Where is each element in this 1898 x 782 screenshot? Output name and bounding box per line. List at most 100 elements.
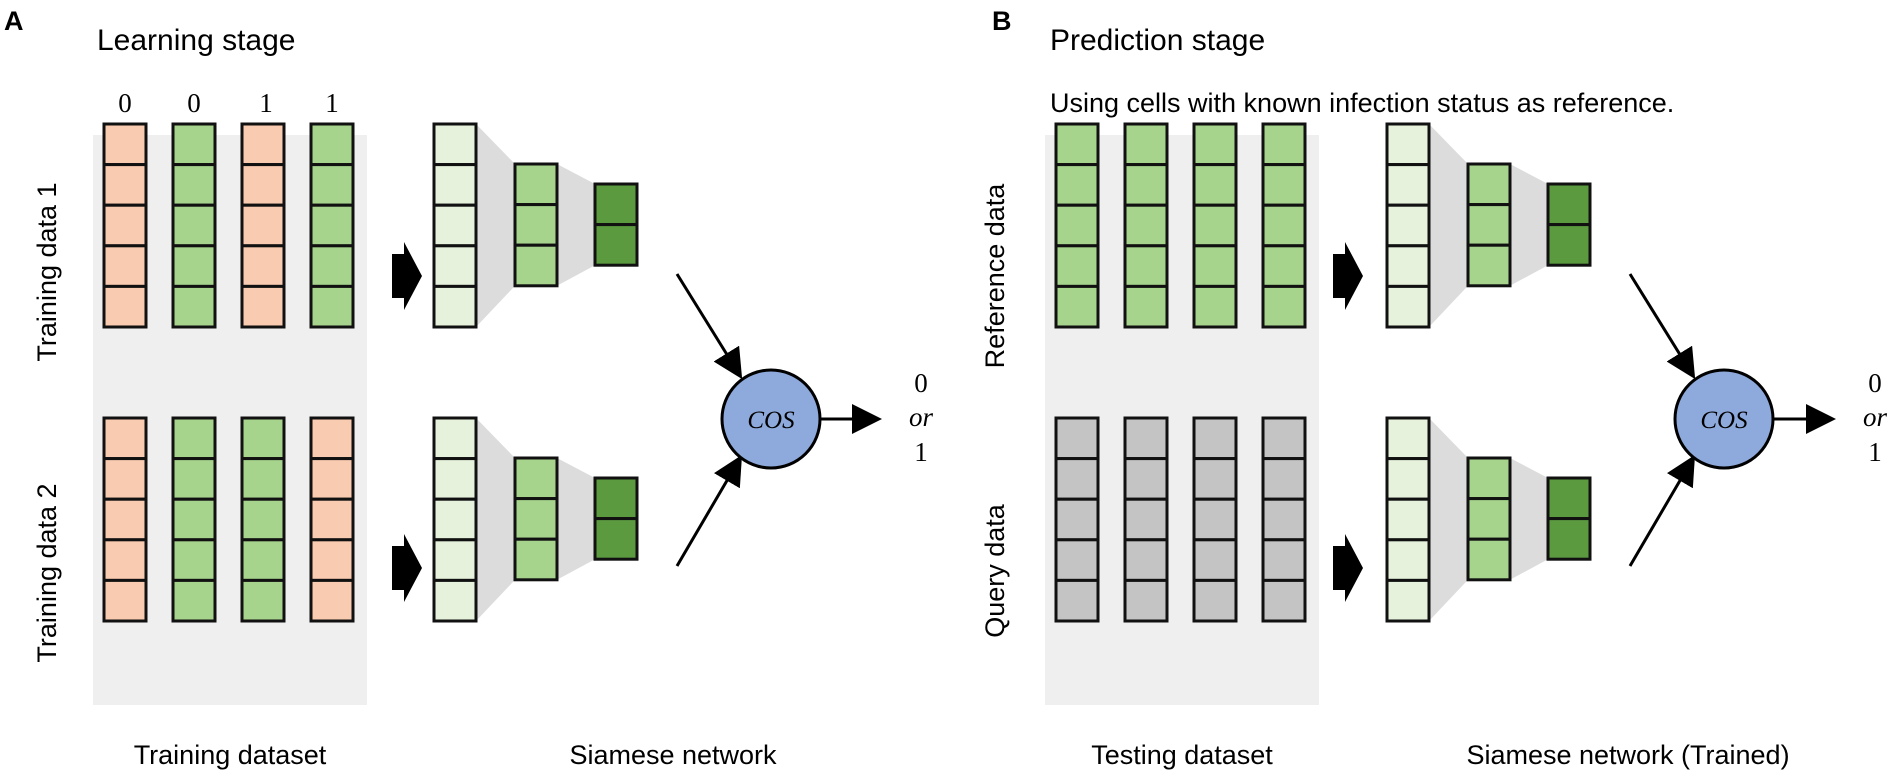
caption-testing-dataset: Testing dataset <box>1091 740 1273 770</box>
data-cell <box>171 457 217 501</box>
column-label: 1 <box>325 88 339 118</box>
panel-a-training-data-1 <box>102 122 355 329</box>
embedding-layer <box>1546 476 1592 561</box>
data-cell <box>1261 163 1307 207</box>
data-cell <box>1192 416 1238 461</box>
panel-b-query-data <box>1054 416 1307 623</box>
data-cell <box>1261 203 1307 248</box>
data-cell <box>1261 538 1307 582</box>
dataset-column <box>309 122 355 329</box>
data-cell <box>171 163 217 207</box>
cos-label: COS <box>747 407 795 434</box>
data-cell <box>240 416 286 461</box>
layer-connection <box>1510 164 1548 286</box>
input-layer <box>432 122 478 329</box>
block-arrow-icon <box>392 534 422 602</box>
dataset-column <box>171 122 217 329</box>
block-arrow-icon <box>392 242 422 310</box>
neuron-cell <box>1466 537 1512 582</box>
output-or: or <box>909 402 934 432</box>
neuron-cell <box>593 476 639 521</box>
data-cell <box>240 538 286 582</box>
neuron-cell <box>1466 497 1512 541</box>
hidden-layer <box>513 456 559 582</box>
layer-connection <box>1429 124 1468 327</box>
data-cell <box>240 203 286 248</box>
column-label: 0 <box>187 88 201 118</box>
neuron-cell <box>513 243 559 288</box>
neuron-cell <box>1385 284 1431 329</box>
data-cell <box>1261 244 1307 288</box>
data-cell <box>1054 457 1100 501</box>
data-cell <box>1054 416 1100 461</box>
data-cell <box>309 538 355 582</box>
data-cell <box>1054 122 1100 167</box>
layer-connection <box>1510 458 1548 580</box>
data-cell <box>1123 284 1169 329</box>
panel-b-reference-data <box>1054 122 1307 329</box>
panel-a: A Learning stage 0 0 1 1 Training data 1… <box>4 6 933 770</box>
hidden-layer <box>1466 162 1512 288</box>
data-cell <box>1123 244 1169 288</box>
dataset-column <box>171 416 217 623</box>
data-cell <box>171 203 217 248</box>
dataset-column <box>102 122 148 329</box>
caption-siamese-network: Siamese network <box>569 740 777 770</box>
neuron-cell <box>1385 578 1431 623</box>
dataset-column <box>1261 416 1307 623</box>
embedding-layer <box>593 476 639 561</box>
row-label-query-data: Query data <box>980 503 1010 638</box>
data-cell <box>1192 284 1238 329</box>
data-cell <box>1192 497 1238 542</box>
block-arrow-icon <box>1333 534 1363 602</box>
neuron-cell <box>1466 456 1512 501</box>
data-cell <box>240 163 286 207</box>
output-value: 1 <box>1868 437 1882 467</box>
data-cell <box>309 284 355 329</box>
data-cell <box>1261 284 1307 329</box>
data-cell <box>1123 416 1169 461</box>
dataset-column <box>1123 416 1169 623</box>
cos-label: COS <box>1700 407 1748 434</box>
output-value: 0 <box>1868 368 1882 398</box>
layer-connection <box>476 124 515 327</box>
data-cell <box>240 284 286 329</box>
neuron-cell <box>1546 476 1592 521</box>
data-cell <box>309 497 355 542</box>
data-cell <box>1054 163 1100 207</box>
dataset-column <box>1054 416 1100 623</box>
hidden-layer <box>513 162 559 288</box>
data-cell <box>1261 416 1307 461</box>
dataset-column <box>1192 416 1238 623</box>
embedding-layer <box>1546 182 1592 267</box>
data-cell <box>1123 122 1169 167</box>
neuron-cell <box>432 122 478 167</box>
neuron-cell <box>432 163 478 207</box>
neuron-cell <box>1385 122 1431 167</box>
data-cell <box>171 244 217 288</box>
data-cell <box>1123 578 1169 623</box>
neuron-cell <box>513 456 559 501</box>
data-cell <box>1054 244 1100 288</box>
data-cell <box>1054 578 1100 623</box>
panel-b-network-branch-top <box>1385 122 1592 329</box>
data-cell <box>1192 578 1238 623</box>
caption-siamese-network-trained: Siamese network (Trained) <box>1466 740 1789 770</box>
input-layer <box>1385 416 1431 623</box>
data-cell <box>240 497 286 542</box>
neuron-cell <box>1385 416 1431 461</box>
data-cell <box>1261 457 1307 501</box>
dataset-column <box>240 122 286 329</box>
data-cell <box>171 538 217 582</box>
neuron-cell <box>1546 223 1592 267</box>
neuron-cell <box>432 457 478 501</box>
data-cell <box>102 203 148 248</box>
data-cell <box>309 457 355 501</box>
embedding-layer <box>593 182 639 267</box>
data-cell <box>171 416 217 461</box>
neuron-cell <box>593 223 639 267</box>
data-cell <box>1192 203 1238 248</box>
data-cell <box>102 416 148 461</box>
panel-a-column-labels: 0 0 1 1 <box>118 88 339 118</box>
